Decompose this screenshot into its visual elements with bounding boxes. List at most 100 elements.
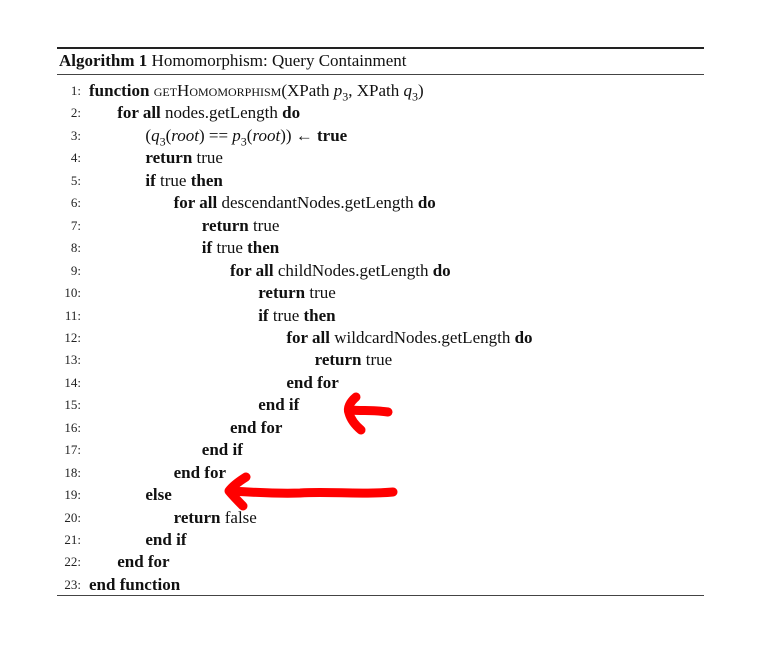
code-text: p [333,81,343,100]
code-text: nodes.getLength [160,103,283,123]
code-text: , XPath [348,81,404,100]
code-text: 3 [342,89,349,104]
keyword: end for [230,417,283,437]
keyword: end for [286,372,339,392]
code-text: getHomomorphism [153,81,282,100]
keyword: then [247,238,280,258]
code-text: 3 [159,134,166,149]
line-code: end if [258,394,299,416]
line-number: 6: [70,195,81,211]
code-text: ( [145,125,152,145]
line-number: 18: [64,464,81,480]
line-number: 23: [64,576,81,592]
keyword: end if [258,395,300,415]
line-code: return true [258,282,336,304]
line-number: 14: [64,374,81,390]
line-number: 10: [64,285,81,301]
line-code: for all childNodes.getLength do [230,260,451,282]
keyword: return [201,215,249,235]
code-text: ( [246,125,253,145]
keyword: then [190,170,223,190]
bottom-rule [57,595,704,596]
code-text: (XPath [281,81,334,100]
code-text: wildcardNodes.getLength [330,327,515,347]
line-number: 9: [70,262,81,278]
keyword: end if [201,440,243,460]
line-code: return true [202,215,280,237]
line-number: 22: [64,554,81,570]
keyword: then [303,305,336,325]
code-text: true [361,350,393,370]
line-code: if true then [258,305,335,327]
line-code: end if [145,529,186,551]
caption-label: Algorithm 1 [59,51,148,70]
line-number: 8: [70,240,81,256]
code-text: q [151,125,160,145]
line-code: end for [286,372,338,394]
code-text: root [171,125,199,145]
line-code: end if [202,439,243,461]
line-number: 3: [70,127,81,143]
top-rule [57,47,704,49]
code-text: 3 [240,134,247,149]
code-text: true [192,148,223,168]
line-code: return true [315,349,393,371]
algorithm-caption: Algorithm 1 Homomorphism: Query Containm… [59,51,407,71]
line-number: 13: [64,352,81,368]
arrow-icon-line-19 [224,472,398,511]
code-text: true [305,283,336,303]
line-number: 21: [64,532,81,547]
line-code: end for [230,417,282,439]
line-code: else [145,484,171,506]
keyword: if [145,170,156,190]
line-number: 16: [64,419,81,435]
line-number: 19: [64,487,81,503]
line-number: 5: [70,172,81,188]
keyword: end function [89,574,181,594]
keyword: else [145,485,172,505]
code-text: childNodes.getLength [273,260,433,280]
code-text: ) == [198,125,233,145]
keyword: do [417,193,436,213]
keyword: return [258,283,306,303]
line-number: 7: [70,217,81,233]
keyword: if [201,238,213,258]
keyword: for all [230,260,274,280]
line-number: 11: [64,307,81,323]
line-number: 4: [70,150,81,166]
keyword: do [514,327,533,347]
code-text: ( [165,125,172,145]
keyword: function [89,81,150,100]
code-text: true [248,215,280,235]
arrow-icon-line-15 [343,392,393,435]
line-code: return false [174,507,257,529]
keyword: do [282,103,301,123]
keyword: return [314,350,362,370]
keyword: true [317,125,348,145]
code-text: p [232,125,241,145]
line-code: (q3(root) == p3(root)) ← true [145,125,347,152]
keyword: for all [286,327,330,347]
line-code: return true [145,147,223,169]
code-text: )) ← [280,125,318,145]
line-code: end for [174,462,226,484]
keyword: end for [117,552,170,572]
line-number: 17: [64,442,81,458]
code-text: true [155,170,191,190]
line-number: 12: [64,329,81,345]
keyword: if [258,305,269,325]
code-text: 3 [412,89,419,104]
line-code: end function [89,574,180,596]
line-code: if true then [202,237,279,259]
keyword: return [145,148,193,168]
keyword: do [432,260,451,280]
keyword: for all [117,103,161,123]
line-number: 20: [64,509,81,525]
line-code: function getHomomorphism(XPath p3, XPath… [89,80,424,107]
keyword: end for [173,462,227,482]
line-code: if true then [145,170,222,192]
caption-rule [57,74,704,75]
code-text: descendantNodes.getLength [217,193,418,213]
code-text: q [403,81,413,100]
code-text: root [252,125,281,145]
